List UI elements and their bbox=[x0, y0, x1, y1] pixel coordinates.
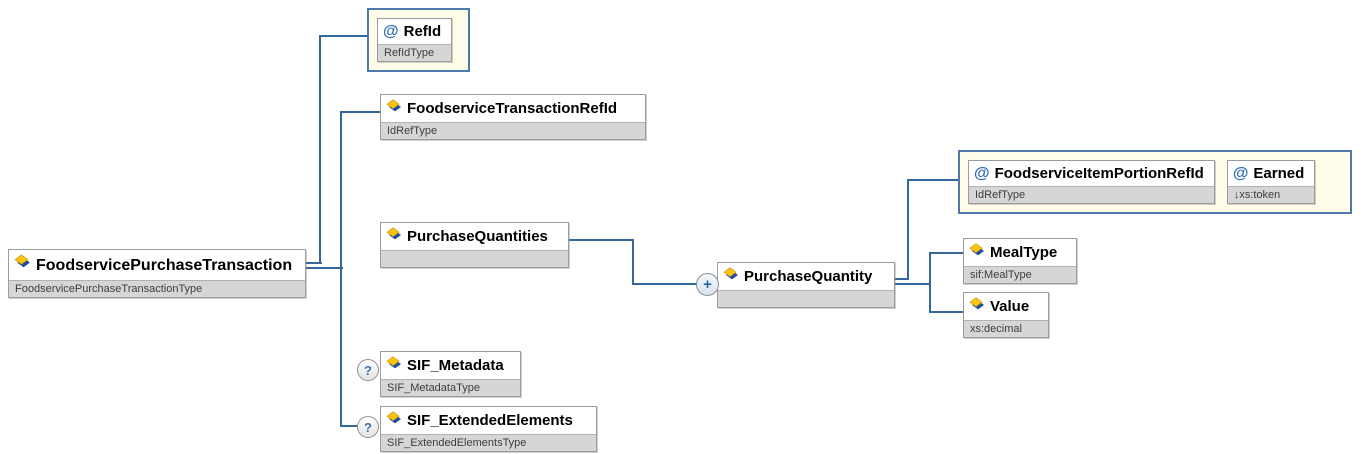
element-icon bbox=[386, 226, 402, 248]
expand-plus-icon[interactable]: + bbox=[696, 273, 719, 296]
node-purchase-quantity[interactable]: PurchaseQuantity bbox=[717, 262, 895, 308]
connector bbox=[340, 111, 382, 113]
node-type: xs:decimal bbox=[964, 320, 1048, 337]
connector bbox=[340, 111, 342, 427]
node-label: PurchaseQuantity bbox=[744, 268, 873, 285]
node-meal-type[interactable]: MealType sif:MealType bbox=[963, 238, 1077, 284]
node-type: IdRefType bbox=[381, 122, 645, 139]
attribute-at-icon: @ bbox=[974, 165, 990, 182]
node-label: FoodserviceTransactionRefId bbox=[407, 100, 618, 117]
node-type: FoodservicePurchaseTransactionType bbox=[9, 280, 305, 297]
node-label: SIF_Metadata bbox=[407, 357, 504, 374]
node-label: MealType bbox=[990, 244, 1058, 261]
node-type bbox=[718, 290, 894, 307]
question-glyph: ? bbox=[364, 419, 372, 435]
connector bbox=[319, 35, 321, 264]
connector bbox=[632, 239, 634, 285]
optional-icon: ? bbox=[357, 359, 379, 381]
element-icon bbox=[969, 242, 985, 264]
optional-icon: ? bbox=[357, 416, 379, 438]
question-glyph: ? bbox=[364, 362, 372, 378]
element-icon bbox=[723, 266, 739, 288]
node-foodservice-purchase-transaction[interactable]: FoodservicePurchaseTransaction Foodservi… bbox=[8, 249, 306, 298]
element-icon bbox=[386, 355, 402, 377]
node-earned-attribute[interactable]: @ Earned ↓xs:token bbox=[1226, 160, 1316, 204]
connector bbox=[319, 35, 367, 37]
connector bbox=[340, 425, 359, 427]
node-label: RefId bbox=[403, 23, 442, 40]
connector bbox=[907, 179, 960, 181]
node-label: FoodservicePurchaseTransaction bbox=[36, 256, 293, 274]
connector bbox=[907, 179, 909, 280]
element-icon bbox=[14, 253, 31, 278]
connector bbox=[566, 239, 634, 241]
node-label: FoodserviceItemPortionRefId bbox=[994, 165, 1204, 182]
node-foodservice-item-portion-refid-attribute[interactable]: @ FoodserviceItemPortionRefId IdRefType bbox=[968, 160, 1215, 204]
connector bbox=[929, 252, 931, 313]
connector bbox=[892, 278, 909, 280]
plus-glyph: + bbox=[703, 276, 712, 293]
node-type: SIF_ExtendedElementsType bbox=[381, 434, 596, 451]
connector bbox=[892, 283, 931, 285]
element-icon bbox=[969, 296, 985, 318]
node-type: RefIdType bbox=[378, 44, 452, 61]
node-sif-extended-elements[interactable]: SIF_ExtendedElements SIF_ExtendedElement… bbox=[380, 406, 597, 452]
node-refid-attribute[interactable]: @ RefId RefIdType bbox=[377, 18, 453, 62]
node-value[interactable]: Value xs:decimal bbox=[963, 292, 1049, 338]
connector bbox=[304, 267, 343, 269]
node-type: SIF_MetadataType bbox=[381, 379, 520, 396]
node-label: Earned bbox=[1253, 165, 1305, 182]
element-icon bbox=[386, 410, 402, 432]
node-label: Value bbox=[990, 298, 1030, 315]
connector bbox=[929, 311, 965, 313]
connector bbox=[632, 283, 698, 285]
connector bbox=[304, 262, 322, 264]
node-label: SIF_ExtendedElements bbox=[407, 412, 573, 429]
node-foodservice-transaction-refid[interactable]: FoodserviceTransactionRefId IdRefType bbox=[380, 94, 646, 140]
attribute-container-refid: @ RefId RefIdType bbox=[367, 8, 471, 72]
connector bbox=[929, 252, 965, 254]
attribute-at-icon: @ bbox=[383, 23, 399, 40]
node-purchase-quantities[interactable]: PurchaseQuantities bbox=[380, 222, 569, 268]
attribute-container-purchase-quantity: @ FoodserviceItemPortionRefId IdRefType … bbox=[958, 150, 1352, 214]
node-type bbox=[381, 250, 568, 267]
node-type: IdRefType bbox=[969, 186, 1214, 203]
node-type: ↓xs:token bbox=[1227, 186, 1315, 203]
element-icon bbox=[386, 98, 402, 120]
node-label: PurchaseQuantities bbox=[407, 228, 548, 245]
attribute-at-icon: @ bbox=[1232, 165, 1249, 182]
node-sif-metadata[interactable]: SIF_Metadata SIF_MetadataType bbox=[380, 351, 521, 397]
node-type: sif:MealType bbox=[964, 266, 1076, 283]
